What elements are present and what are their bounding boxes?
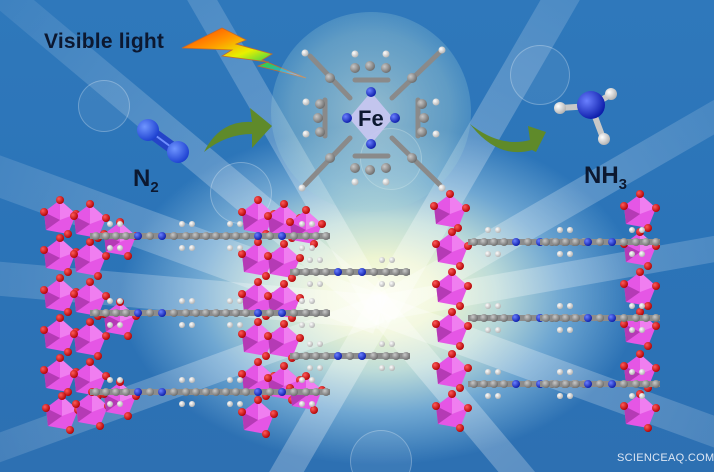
nh3-molecule — [554, 88, 617, 145]
lens-flare — [78, 80, 130, 132]
lens-flare — [510, 45, 570, 105]
nh3-label-symbol: NH — [584, 162, 619, 189]
watermark: SCIENCEAQ.COM — [617, 452, 714, 464]
fe-center-label: Fe — [358, 106, 384, 131]
n2-label-symbol: N — [133, 165, 151, 192]
mof-framework — [40, 190, 660, 438]
n2-molecule — [137, 119, 189, 163]
arrow-catalyst-to-nh3 — [470, 124, 546, 153]
lens-flare — [350, 430, 412, 472]
fe-porphyrin-bubble — [271, 12, 471, 212]
visible-light-label: Visible light — [44, 30, 165, 53]
nh3-label-subscript: 3 — [618, 176, 628, 193]
n2-label-subscript: 2 — [150, 179, 159, 196]
nh3-label: NH3 — [584, 162, 628, 193]
arrow-n2-to-catalyst — [204, 108, 272, 152]
n2-label: N2 — [133, 165, 159, 196]
